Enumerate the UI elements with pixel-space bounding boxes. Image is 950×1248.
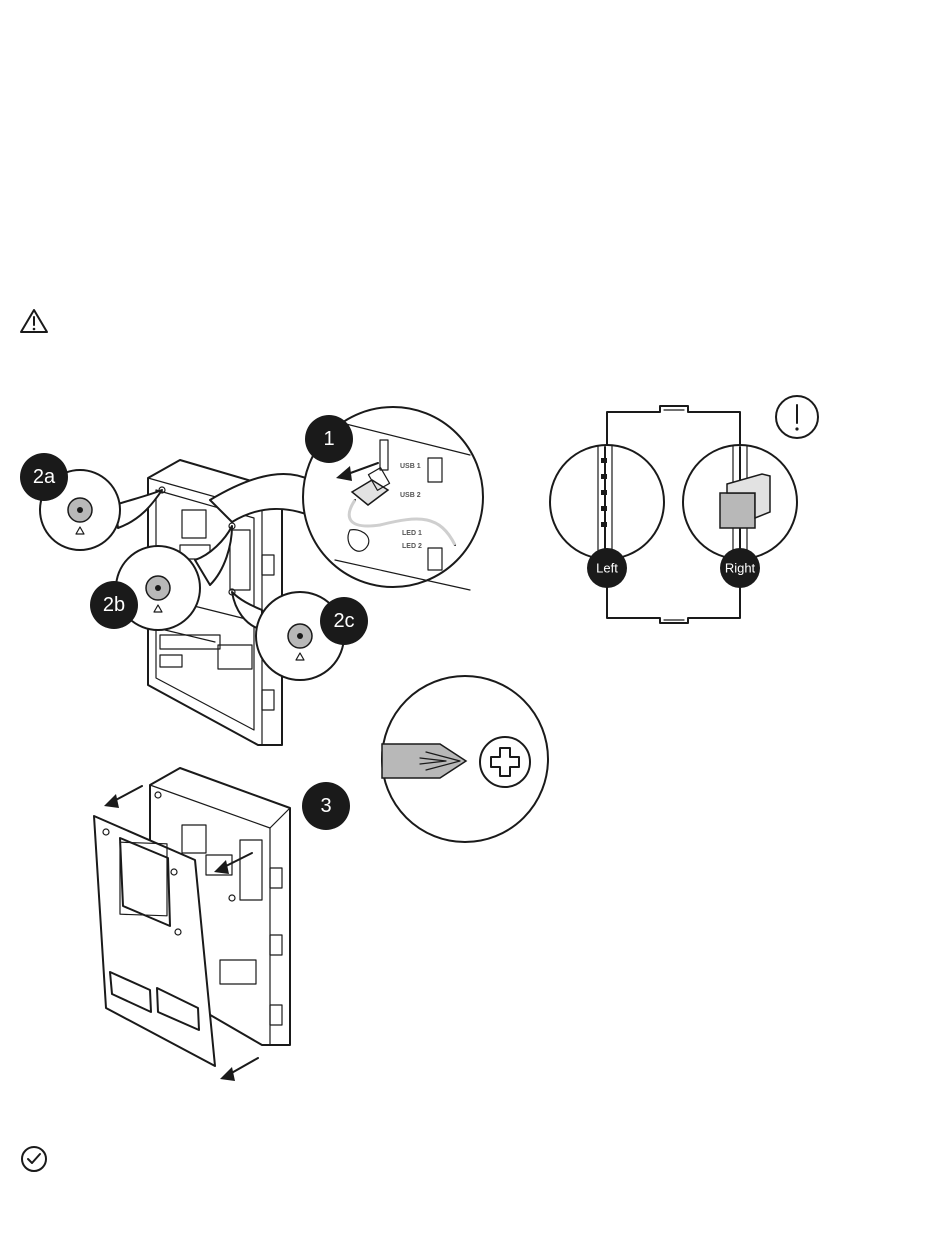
warning-triangle-icon [21,310,47,332]
right-label-badge: Right [720,548,760,588]
step-3-label: 3 [320,795,331,817]
step-2b-badge: 2b [90,581,138,629]
exclamation-circle-icon [776,396,818,438]
right-label: Right [725,561,756,576]
usb1-label: USB 1 [400,463,421,470]
step-2c-badge: 2c [320,597,368,645]
step-2a-label: 2a [33,466,56,488]
check-circle-icon [22,1147,46,1171]
left-label: Left [596,561,618,576]
step-1-label: 1 [323,428,334,450]
led1-label: LED 1 [402,530,422,537]
step-2c-label: 2c [333,610,354,632]
step-1-badge: 1 [305,415,353,463]
step-3-badge: 3 [302,782,350,830]
step-2b-label: 2b [103,594,125,616]
led2-label: LED 2 [402,543,422,550]
step-2a-badge: 2a [20,453,68,501]
left-label-badge: Left [587,548,627,588]
usb2-label: USB 2 [400,492,421,499]
cover-tab-detail: Left Right [550,406,797,623]
phillips-screwdriver-icon [382,676,548,842]
